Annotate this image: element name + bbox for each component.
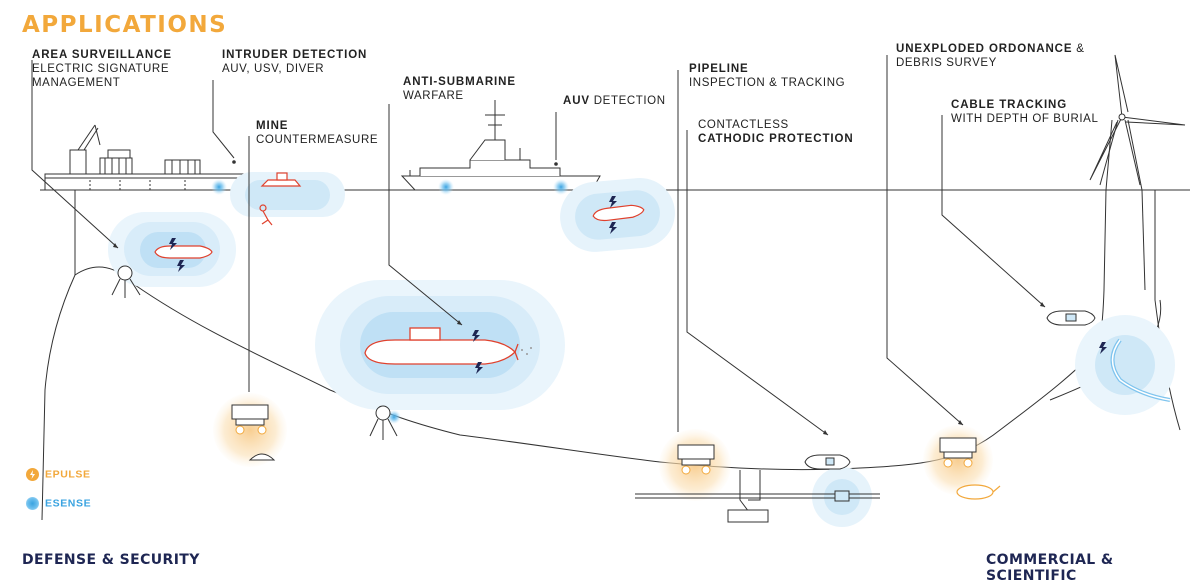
label-pipeline: PIPELINE INSPECTION & TRACKING bbox=[689, 62, 845, 90]
detection-zones bbox=[108, 172, 1175, 527]
label-line: DEBRIS SURVEY bbox=[896, 57, 997, 69]
legend-esense: ESENSE bbox=[26, 497, 91, 510]
unexploded-bomb bbox=[956, 484, 1001, 500]
submarine bbox=[364, 327, 519, 365]
label-bold: INTRUDER DETECTION bbox=[222, 49, 368, 61]
auv-detection-target bbox=[592, 204, 645, 222]
left-cliff bbox=[41, 190, 76, 521]
leader-lines bbox=[31, 55, 1046, 436]
label-bold: MINE bbox=[256, 120, 289, 132]
warship bbox=[400, 100, 601, 191]
label-bold: CABLE TRACKING bbox=[951, 99, 1068, 111]
legend-label: ESENSE bbox=[45, 497, 92, 510]
label-bold: AUV bbox=[563, 95, 590, 107]
label-bold: PIPELINE bbox=[689, 63, 749, 75]
label-line: WITH DEPTH OF BURIAL bbox=[951, 113, 1099, 125]
label-bold: UNEXPLODED ORDONANCE bbox=[896, 43, 1073, 55]
label-line: ELECTRIC SIGNATURE bbox=[32, 63, 170, 75]
seabed-tripod-sensor-left bbox=[111, 265, 141, 298]
page-title: APPLICATIONS bbox=[22, 12, 228, 38]
label-line: MANAGEMENT bbox=[32, 77, 121, 89]
power-cable bbox=[1110, 338, 1171, 402]
label-cathodic-protection: CONTACTLESS CATHODIC PROTECTION bbox=[698, 118, 854, 146]
label-bold: ANTI-SUBMARINE bbox=[403, 76, 516, 88]
label-line: COUNTERMEASURE bbox=[256, 134, 379, 146]
usv-intruder bbox=[260, 172, 302, 187]
legend-label: EPULSE bbox=[45, 468, 91, 481]
pier-platform bbox=[44, 124, 251, 191]
submarine-bubbles bbox=[521, 347, 532, 355]
label-line: INSPECTION & TRACKING bbox=[689, 77, 846, 89]
wind-turbine bbox=[1089, 54, 1186, 341]
legend-epulse: EPULSE bbox=[26, 468, 91, 481]
label-intruder-detection: INTRUDER DETECTION AUV, USV, DIVER bbox=[222, 48, 367, 76]
label-area-surveillance: AREA SURVEILLANCE ELECTRIC SIGNATURE MAN… bbox=[32, 48, 172, 90]
pipeline bbox=[635, 470, 880, 523]
auv-cathodic bbox=[804, 454, 851, 470]
label-unexploded-ordnance: UNEXPLODED ORDONANCE & DEBRIS SURVEY bbox=[896, 42, 1085, 70]
auv-mine-zone bbox=[154, 245, 213, 259]
auv-cable-tracking bbox=[1046, 310, 1096, 326]
label-bold: AREA SURVEILLANCE bbox=[32, 49, 172, 61]
footer-defense-security: DEFENSE & SECURITY bbox=[22, 552, 200, 568]
rov-mine bbox=[231, 404, 276, 461]
seabed-tripod-sensor-mid bbox=[369, 405, 398, 440]
leader-arrowheads bbox=[113, 160, 1045, 435]
label-line: WARFARE bbox=[403, 90, 464, 102]
rov-ordnance bbox=[939, 437, 977, 468]
epulse-zones bbox=[213, 393, 993, 501]
rov-pipeline bbox=[677, 444, 715, 475]
label-cable-tracking: CABLE TRACKING WITH DEPTH OF BURIAL bbox=[951, 98, 1098, 126]
label-line: CONTACTLESS bbox=[698, 119, 789, 131]
label-line: AUV, USV, DIVER bbox=[222, 63, 325, 75]
label-line: DETECTION bbox=[589, 95, 666, 107]
label-auv-detection: AUV DETECTION bbox=[563, 94, 666, 108]
label-line: & bbox=[1072, 43, 1085, 55]
label-mine-countermeasure: MINE COUNTERMEASURE bbox=[256, 119, 378, 147]
lightning-marks bbox=[169, 196, 1107, 374]
label-bold: CATHODIC PROTECTION bbox=[698, 133, 854, 145]
footer-commercial-scientific: COMMERCIAL & SCIENTIFIC bbox=[986, 552, 1114, 584]
label-anti-submarine: ANTI-SUBMARINE WARFARE bbox=[403, 75, 516, 103]
sensor-glow-icon bbox=[26, 497, 39, 510]
lightning-icon bbox=[26, 468, 39, 481]
diver-intruder bbox=[259, 204, 273, 226]
